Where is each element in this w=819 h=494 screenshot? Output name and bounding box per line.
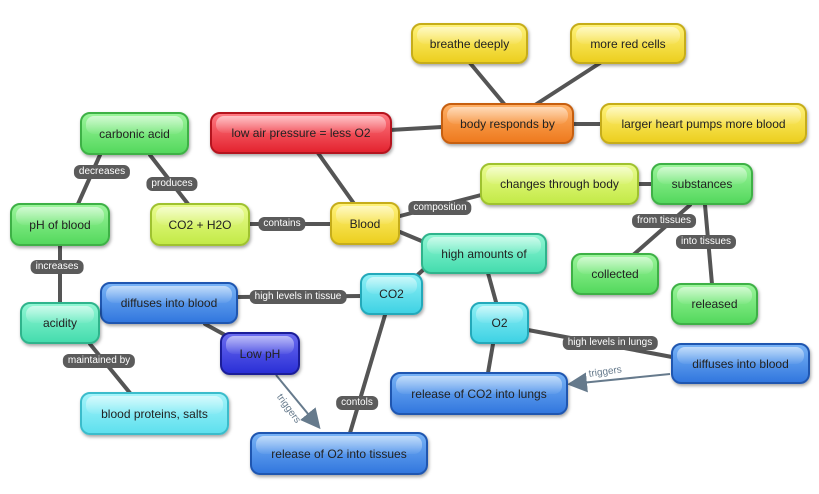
node-substances[interactable]: substances xyxy=(651,163,753,205)
node-acidity[interactable]: acidity xyxy=(20,302,100,344)
node-release-co2-lungs[interactable]: release of CO2 into lungs xyxy=(390,372,568,415)
node-changes-through-body[interactable]: changes through body xyxy=(480,163,639,205)
line-substances-collected xyxy=(630,203,692,258)
node-blood-proteins-salts-label: blood proteins, salts xyxy=(101,406,208,421)
line-diffuses-lowph xyxy=(203,322,227,337)
node-released-label: released xyxy=(691,297,738,311)
node-collected-label: collected xyxy=(591,267,639,281)
node-breathe-deeply-label: breathe deeply xyxy=(429,36,510,51)
link-label-high-levels-in-lungs: high levels in lungs xyxy=(562,336,658,350)
node-diffuses-into-blood-right-label: diffuses into blood xyxy=(692,356,789,371)
link-label-high-levels-in-tissue: high levels in tissue xyxy=(249,290,347,304)
node-low-ph-label: Low pH xyxy=(239,346,281,361)
line-carbonic-ph xyxy=(76,153,102,206)
node-co2-label: CO2 xyxy=(379,287,404,301)
node-collected[interactable]: collected xyxy=(571,253,659,295)
node-carbonic-acid-label: carbonic acid xyxy=(99,126,170,141)
node-o2[interactable]: O2 xyxy=(470,302,529,344)
node-changes-through-body-label: changes through body xyxy=(500,177,619,191)
node-release-co2-lungs-label: release of CO2 into lungs xyxy=(411,386,547,401)
line-o2-release-co2 xyxy=(486,342,495,375)
link-label-into-tissues: into tissues xyxy=(675,235,737,249)
link-label-increases: increases xyxy=(30,260,84,274)
node-o2-label: O2 xyxy=(491,316,508,330)
node-body-responds-by[interactable]: body responds by xyxy=(441,103,574,144)
line-breathe-body xyxy=(468,61,507,107)
node-released[interactable]: released xyxy=(671,283,758,325)
arrow-diffuses-release-co2 xyxy=(567,372,671,393)
line-pressure-body xyxy=(388,125,444,132)
link-label-from-tissues: from tissues xyxy=(632,214,696,228)
line-high-o2 xyxy=(486,271,498,304)
line-acidity-proteins xyxy=(88,342,132,395)
node-blood-label: Blood xyxy=(349,216,381,231)
node-ph-of-blood-label: pH of blood xyxy=(29,217,91,232)
node-co2-h2o-label: CO2 + H2O xyxy=(168,217,232,232)
node-high-amounts-of[interactable]: high amounts of xyxy=(421,233,547,274)
node-high-amounts-of-label: high amounts of xyxy=(441,246,527,261)
node-release-o2-tissues[interactable]: release of O2 into tissues xyxy=(250,432,428,475)
node-substances-label: substances xyxy=(671,177,733,191)
node-acidity-label: acidity xyxy=(42,316,77,330)
node-blood-proteins-salts[interactable]: blood proteins, salts xyxy=(80,392,229,435)
line-blood-high xyxy=(398,230,426,244)
node-more-red-cells-label: more red cells xyxy=(590,36,666,51)
link-label-decreases: decreases xyxy=(73,165,131,179)
node-low-air-pressure[interactable]: low air pressure = less O2 xyxy=(210,112,392,154)
link-label-produces: produces xyxy=(146,177,198,191)
node-carbonic-acid[interactable]: carbonic acid xyxy=(80,112,189,155)
link-label-contols: contols xyxy=(336,396,378,410)
node-low-air-pressure-label: low air pressure = less O2 xyxy=(231,126,371,140)
node-breathe-deeply[interactable]: breathe deeply xyxy=(411,23,528,64)
node-more-red-cells[interactable]: more red cells xyxy=(570,23,686,64)
line-redcells-body xyxy=(533,61,602,107)
node-diffuses-into-blood-right[interactable]: diffuses into blood xyxy=(671,343,810,384)
node-body-responds-by-label: body responds by xyxy=(460,116,555,131)
node-ph-of-blood[interactable]: pH of blood xyxy=(10,203,110,246)
node-low-ph[interactable]: Low pH xyxy=(220,332,300,375)
node-co2-h2o[interactable]: CO2 + H2O xyxy=(150,203,250,246)
link-label-composition: composition xyxy=(408,201,472,215)
node-co2[interactable]: CO2 xyxy=(360,273,423,315)
node-larger-heart[interactable]: larger heart pumps more blood xyxy=(600,103,807,144)
node-larger-heart-label: larger heart pumps more blood xyxy=(621,116,786,131)
arrow-lowph-release-o2 xyxy=(275,374,321,430)
node-diffuses-into-blood-left[interactable]: diffuses into blood xyxy=(100,282,238,324)
line-co2-release-o2 xyxy=(348,313,387,435)
node-diffuses-into-blood-left-label: diffuses into blood xyxy=(120,296,218,310)
link-label-contains: contains xyxy=(258,217,306,231)
node-release-o2-tissues-label: release of O2 into tissues xyxy=(271,446,407,461)
line-pressure-blood xyxy=(316,151,357,207)
link-label-maintained-by: maintained by xyxy=(62,354,136,368)
node-blood[interactable]: Blood xyxy=(330,202,400,245)
